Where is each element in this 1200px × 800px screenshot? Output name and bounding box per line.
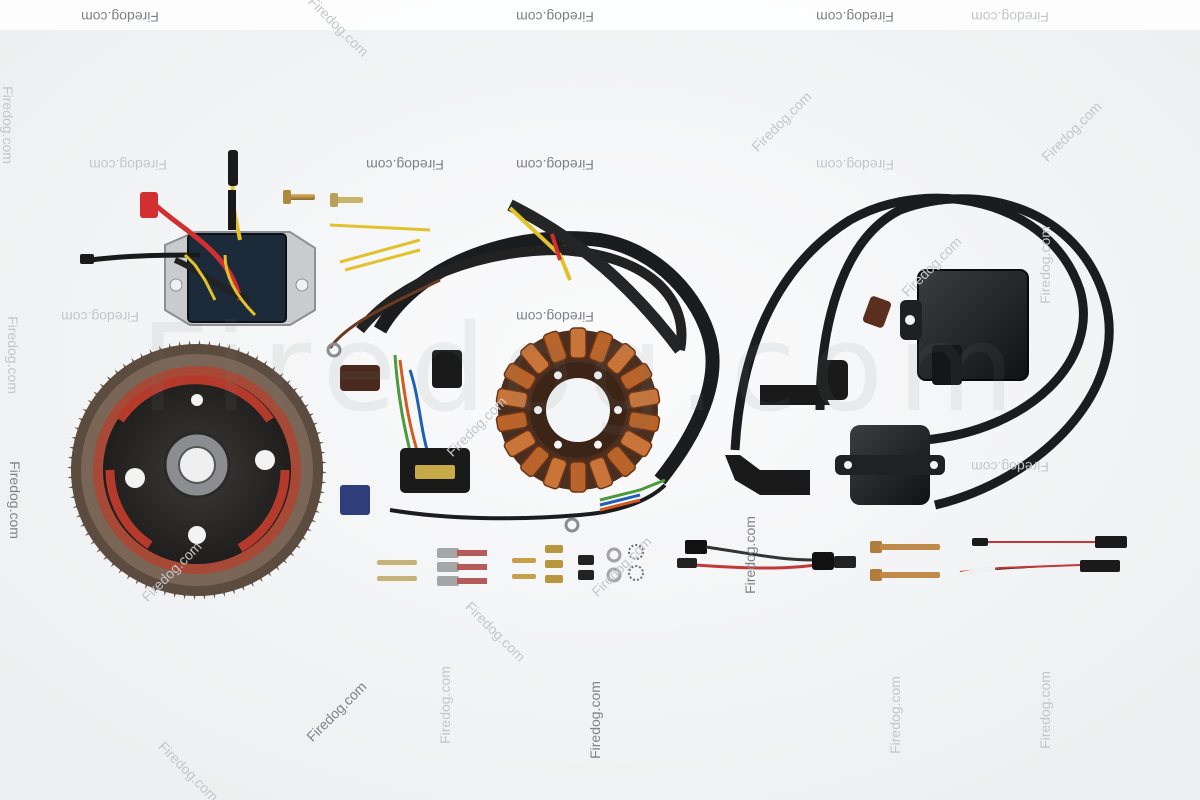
stator-coil [569, 327, 587, 359]
ignition-coil [725, 193, 1114, 510]
watermark-text: Firedog.com [1037, 671, 1053, 749]
cdi-module [900, 269, 1029, 385]
stator-coil [542, 456, 568, 490]
stator-coil [588, 330, 614, 364]
watermark-text: Firedog.com [437, 666, 453, 744]
jumper-harness [677, 540, 856, 570]
watermark-text: Firedog.com [516, 309, 594, 325]
stator-coil [606, 342, 636, 375]
watermark-text: Firedog.com [516, 9, 594, 25]
stator-coil [503, 362, 537, 391]
regulator-screws [283, 190, 363, 207]
stator-coil [588, 456, 614, 490]
hardware-row [377, 544, 644, 586]
stator-coil [606, 445, 636, 478]
watermark-text: Firedog.com [516, 157, 594, 173]
stator-hole [554, 371, 562, 380]
flywheel [67, 340, 327, 600]
watermark-text: Firedog.com [366, 157, 444, 173]
stator-coil [569, 461, 587, 493]
stator-hole [594, 371, 602, 380]
watermark-text: Firedog.com [61, 309, 139, 325]
stator-hole [614, 406, 622, 414]
watermark-text: Firedog.com [0, 86, 16, 164]
voltage-regulator [80, 150, 316, 326]
stator-coil [619, 429, 653, 458]
watermark-text: Firedog.com [742, 516, 758, 594]
watermark-text: Firedog.com [89, 157, 167, 173]
watermark-text: Firedog.com [971, 9, 1049, 25]
watermark-text: Firedog.com [81, 9, 159, 25]
stator-coil [627, 411, 661, 433]
lead-wires [957, 536, 1127, 578]
watermark-text: Firedog.com [887, 676, 903, 754]
stator-coil [520, 342, 550, 375]
stator-coil [503, 429, 537, 458]
watermark-text: Firedog.com [587, 681, 603, 759]
stator-hole [594, 440, 602, 449]
watermark-text: Firedog.com [816, 9, 894, 25]
stator-hole [534, 406, 542, 414]
long-bolts [870, 541, 940, 581]
watermark-text: Firedog.com [5, 316, 21, 394]
watermark-text: Firedog.com [7, 461, 23, 539]
stator-hole [554, 440, 562, 449]
stator [495, 327, 661, 493]
stator-coil [627, 387, 661, 409]
stator-coil [495, 411, 529, 433]
stator-coil [520, 445, 550, 478]
stator-coil [495, 387, 529, 409]
watermark-text: Firedog.com [1037, 226, 1053, 304]
stator-coil [619, 362, 653, 391]
wiring-harness [326, 199, 720, 533]
watermark-text: Firedog.com [816, 157, 894, 173]
watermark-text: Firedog.com [971, 459, 1049, 475]
stator-coil [542, 330, 568, 364]
